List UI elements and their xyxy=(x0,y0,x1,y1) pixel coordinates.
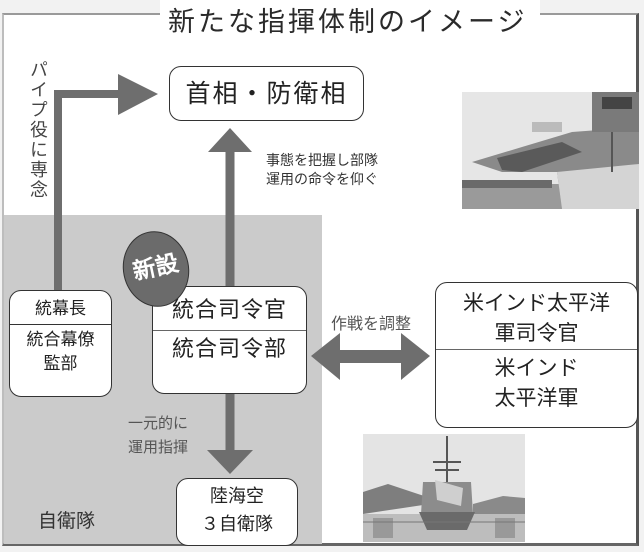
elbow-arrow-head xyxy=(118,74,158,115)
chief-of-staff-label: 統幕長 xyxy=(10,291,111,325)
unified-command-note: 一元的に 運用指揮 xyxy=(128,411,188,459)
unified-note-line1: 一元的に xyxy=(128,414,189,432)
joint-staff-office-label: 統合幕僚 監部 xyxy=(10,325,111,376)
joint-hq-label: 統合司令部 xyxy=(171,337,287,362)
joint-commander-label: 統合司令官 xyxy=(153,287,306,331)
double-arrow-shaft xyxy=(330,350,410,363)
elbow-arrow-shaft xyxy=(54,90,120,290)
us-commander-label: 米インド太平洋 軍司令官 xyxy=(436,283,637,350)
orders-note-line1: 事態を把握し部隊 xyxy=(266,153,378,169)
us-command-line2: 太平洋軍 xyxy=(494,386,579,410)
us-command-line1: 米インド xyxy=(494,356,579,380)
us-command-label: 米インド 太平洋軍 xyxy=(436,350,637,413)
us-indo-pacific-box: 米インド太平洋 軍司令官 米インド 太平洋軍 xyxy=(435,282,638,428)
joint-staff-line1: 統合幕僚 xyxy=(26,330,95,350)
diagram-title: 新たな指揮体制のイメージ xyxy=(168,7,528,38)
aircraft-carrier-photo xyxy=(462,92,639,209)
orders-note: 事態を把握し部隊 運用の命令を仰ぐ xyxy=(266,152,378,190)
destroyer-photo xyxy=(363,434,525,542)
us-commander-line1: 米インド太平洋 xyxy=(463,291,610,315)
pipe-role-note: パイプ役に専念 xyxy=(27,60,48,200)
three-sdf-line2: ３自衛隊 xyxy=(201,514,273,535)
unified-note-line2: 運用指揮 xyxy=(128,438,189,456)
title-background xyxy=(160,0,540,34)
orders-note-line2: 運用の命令を仰ぐ xyxy=(266,172,378,188)
sdf-zone-label: 自衛隊 xyxy=(38,510,96,532)
down-arrow-head xyxy=(207,450,253,474)
us-commander-line2: 軍司令官 xyxy=(494,321,579,345)
double-arrow-head-right xyxy=(401,333,430,380)
up-arrow-head xyxy=(208,128,252,152)
joint-command-box: 統合司令官 統合司令部 xyxy=(152,286,307,394)
three-sdf-box: 陸海空 ３自衛隊 xyxy=(176,478,298,546)
coordinate-note: 作戦を調整 xyxy=(331,314,412,333)
chief-of-staff-box: 統幕長 統合幕僚 監部 xyxy=(9,290,112,397)
joint-staff-line2: 監部 xyxy=(43,354,78,374)
three-sdf-line1: 陸海空 xyxy=(210,486,264,507)
double-arrow-head-left xyxy=(311,333,340,380)
pm-defense-minister-box: 首相・防衛相 xyxy=(169,66,364,121)
